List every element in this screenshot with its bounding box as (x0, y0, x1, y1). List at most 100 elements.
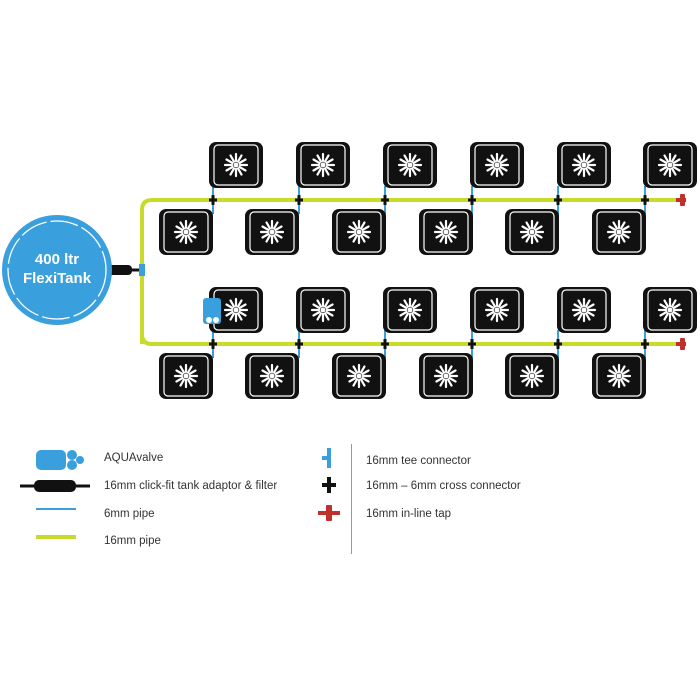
pot (643, 287, 697, 333)
pot-flower-icon (346, 219, 372, 245)
flexitank: 400 ltr FlexiTank (2, 215, 112, 325)
pot-tray-rim (300, 144, 346, 186)
pot (245, 353, 299, 399)
pot-flower-icon (657, 152, 683, 178)
pots-layer (159, 142, 697, 399)
legend-label-aquavalve: AQUAvalve (104, 452, 164, 464)
pot (383, 142, 437, 188)
pot (296, 142, 350, 188)
inline-tap (676, 338, 686, 350)
pot-tray-rim (300, 289, 346, 331)
pot-tray-rim (387, 144, 433, 186)
tank-label-line2: FlexiTank (23, 270, 92, 287)
cross-connector (554, 339, 562, 349)
pot-flower-icon (346, 363, 372, 389)
16mm-pipe-lower (140, 270, 678, 346)
pot-tray-rim (647, 144, 693, 186)
fittings-layer (104, 194, 686, 350)
pot-flower-icon (173, 219, 199, 245)
pot-tray-rim (163, 355, 209, 397)
pot-flower-icon (519, 219, 545, 245)
pot (592, 353, 646, 399)
pot (209, 142, 263, 188)
pot-flower-icon (223, 152, 249, 178)
pot (245, 209, 299, 255)
pot-tray-rim (509, 211, 555, 253)
pot-flower-icon (223, 297, 249, 323)
aquavalve (203, 298, 221, 324)
pot-flower-icon (484, 297, 510, 323)
flexitank-rim (7, 220, 107, 320)
pot (159, 209, 213, 255)
pot-tray-rim (336, 355, 382, 397)
pot-tray-rim (561, 289, 607, 331)
pot (470, 287, 524, 333)
pot-tray-rim (423, 211, 469, 253)
pot (643, 142, 697, 188)
flexitank-body (2, 215, 112, 325)
legend-label-6mm-pipe: 6mm pipe (104, 508, 155, 520)
pot-flower-icon (310, 297, 336, 323)
cross-connector (381, 195, 389, 205)
cross-connector (468, 195, 476, 205)
pot-tray-rim (596, 211, 642, 253)
pot-tray-rim (249, 211, 295, 253)
6mm-pipe-icon (36, 508, 76, 510)
cross-connector (468, 339, 476, 349)
pot-tray-rim (213, 144, 259, 186)
pot-flower-icon (433, 219, 459, 245)
cross-connector (554, 195, 562, 205)
pot-tray-rim (561, 144, 607, 186)
tank-label-line1: 400 ltr (35, 251, 79, 268)
tee-connector (139, 264, 145, 276)
pot (419, 353, 473, 399)
pot (505, 353, 559, 399)
pot-flower-icon (606, 363, 632, 389)
pot-flower-icon (259, 363, 285, 389)
pot-flower-icon (571, 152, 597, 178)
legend-label-16mm-pipe: 16mm pipe (104, 535, 161, 547)
pot (470, 142, 524, 188)
inline-tap (676, 194, 686, 206)
pot-flower-icon (484, 152, 510, 178)
legend-label-tee-connector: 16mm tee connector (366, 455, 471, 467)
cross-connector (641, 339, 649, 349)
cross-connector (209, 339, 217, 349)
pot (332, 353, 386, 399)
cross-connector (295, 339, 303, 349)
pot-flower-icon (657, 297, 683, 323)
pot (383, 287, 437, 333)
cross-connector (209, 195, 217, 205)
pot-flower-icon (519, 363, 545, 389)
pot-flower-icon (606, 219, 632, 245)
pot-tray-rim (387, 289, 433, 331)
legend-label-tank-adaptor: 16mm click-fit tank adaptor & filter (104, 480, 278, 492)
pot (332, 209, 386, 255)
legend-divider (351, 444, 352, 554)
16mm-pipe-icon (36, 535, 76, 539)
cross-connector (295, 195, 303, 205)
pot-tray-rim (474, 289, 520, 331)
pot (296, 287, 350, 333)
pot-tray-rim (249, 355, 295, 397)
pot-tray-rim (474, 144, 520, 186)
legend-label-cross-connector: 16mm – 6mm cross connector (366, 480, 521, 492)
pot (419, 209, 473, 255)
pot (592, 209, 646, 255)
pot (159, 353, 213, 399)
pot-tray-rim (336, 211, 382, 253)
legend-label-inline-tap: 16mm in-line tap (366, 508, 452, 520)
pot-tray-rim (423, 355, 469, 397)
pot-tray-rim (596, 355, 642, 397)
pot-flower-icon (397, 152, 423, 178)
aquavalve-icon (36, 450, 84, 470)
pot-tray-rim (163, 211, 209, 253)
cross-connector-icon (322, 477, 336, 493)
cross-connector (641, 195, 649, 205)
pot-flower-icon (173, 363, 199, 389)
16mm-pipe-upper (140, 198, 678, 344)
tee-connector-icon (322, 448, 331, 468)
pot (557, 287, 611, 333)
cross-connector (381, 339, 389, 349)
